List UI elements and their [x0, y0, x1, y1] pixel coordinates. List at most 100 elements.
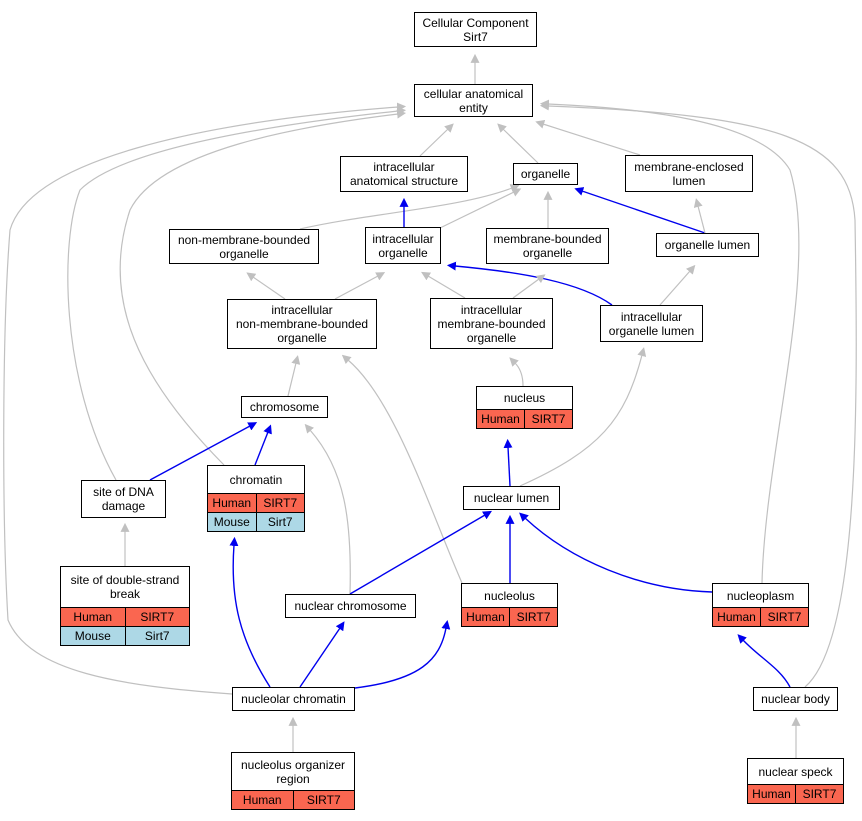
- edge-intracellular-organelle-to-organelle: [439, 188, 522, 229]
- node-label: nucleolus: [462, 584, 557, 607]
- edge-nucleus-to-intracellular-membrane-bounded-organelle: [509, 357, 524, 387]
- node-label-line: site of double-strand: [70, 573, 180, 587]
- node-label-line: Cellular Component: [422, 15, 529, 30]
- gene-cell: SIRT7: [795, 785, 843, 803]
- node-label-line: Sirt7: [463, 29, 488, 44]
- edge-intracellular-membrane-bounded-organelle-to-membrane-bounded-organelle: [512, 274, 546, 299]
- species-cell: Human: [717, 610, 756, 624]
- node-label: nuclear chromosome: [286, 595, 415, 617]
- edge-chromatin-to-chromosome: [254, 424, 272, 466]
- species-cell: Human: [242, 793, 282, 807]
- gene-cell: SIRT7: [255, 494, 305, 512]
- node-label-line: organelle: [522, 246, 573, 260]
- node-label: nuclear speck: [748, 759, 843, 784]
- gene-cell: SIRT7: [124, 608, 190, 626]
- node-label-line: organelle: [378, 245, 428, 260]
- node-label-line: non-membrane-bounded: [235, 317, 369, 331]
- node-label-line: organelle lumen: [608, 323, 695, 338]
- species-cell: Human: [481, 412, 520, 426]
- edge-nucleoplasm-to-nuclear-lumen: [519, 512, 713, 593]
- node-label-line: lumen: [672, 173, 706, 188]
- node-label-line: intracellular: [620, 309, 683, 324]
- node-label-line: organelle lumen: [664, 238, 751, 252]
- node-label: nuclear body: [754, 688, 837, 710]
- species-cell: Mouse: [74, 629, 111, 643]
- node-label: chromatin: [208, 466, 304, 493]
- gene-cell: SIRT7: [292, 791, 355, 809]
- gene-cell: SIRT7: [760, 608, 808, 626]
- node-label-line: nucleolus: [484, 588, 535, 603]
- node-label-line: chromatin: [229, 472, 283, 487]
- node-nuclear-lumen[interactable]: nuclear lumen: [463, 486, 560, 510]
- species-cell: Mouse: [213, 515, 250, 529]
- node-nuclear-chromosome[interactable]: nuclear chromosome: [285, 594, 416, 618]
- node-label-line: entity: [459, 100, 488, 115]
- node-label-line: intracellular: [271, 303, 333, 317]
- edge-nuclear-lumen-to-intracellular-organelle-lumen: [519, 347, 647, 487]
- species-cell: Human: [212, 496, 252, 510]
- node-label-line: nucleolar chromatin: [241, 692, 346, 706]
- node-label-line: nuclear body: [761, 692, 830, 706]
- edge-nucleolar-chromatin-to-chromatin: [229, 536, 271, 688]
- node-label-line: organelle: [466, 330, 517, 345]
- species-row-human: Human SIRT7: [713, 607, 808, 626]
- node-label-line: nuclear lumen: [473, 491, 550, 505]
- node-label-line: organelle: [520, 167, 571, 181]
- node-organelle[interactable]: organelle: [513, 163, 578, 185]
- edge-organelle-lumen-to-membrane-enclosed-lumen: [693, 198, 706, 234]
- node-organelle-lumen[interactable]: organelle lumen: [656, 233, 759, 257]
- edge-nucleolar-chromatin-to-cellular-anatomical-entity: [3, 102, 407, 695]
- node-label-line: organelle: [219, 246, 269, 261]
- node-label: nuclear lumen: [464, 487, 559, 509]
- node-label-line: non-membrane-bounded: [177, 232, 311, 247]
- edge-intracellular-organelle-lumen-to-intracellular-organelle: [446, 261, 613, 306]
- node-nucleolar-chromatin[interactable]: nucleolar chromatin: [232, 687, 355, 711]
- node-label: nucleoplasm: [713, 584, 808, 607]
- edge-nucleolar-chromatin-to-nuclear-chromosome: [299, 621, 345, 688]
- node-nuclear-body[interactable]: nuclear body: [753, 687, 838, 711]
- node-label-line: intracellular: [372, 231, 434, 246]
- edge-intracellular-membrane-bounded-organelle-to-intracellular-organelle: [421, 271, 466, 299]
- node-label: chromosome: [242, 397, 327, 417]
- edge-site-of-dna-damage-to-cellular-anatomical-entity: [67, 106, 407, 481]
- node-chromosome[interactable]: chromosome: [241, 396, 328, 418]
- node-label-line: cellular anatomical: [423, 86, 524, 101]
- node-label-line: nuclear chromosome: [294, 599, 407, 613]
- node-label-line: chromosome: [249, 400, 320, 414]
- node-label-line: membrane-enclosed: [634, 159, 744, 174]
- node-label-line: nucleolus organizer: [240, 757, 346, 772]
- gene-cell: SIRT7: [509, 608, 557, 626]
